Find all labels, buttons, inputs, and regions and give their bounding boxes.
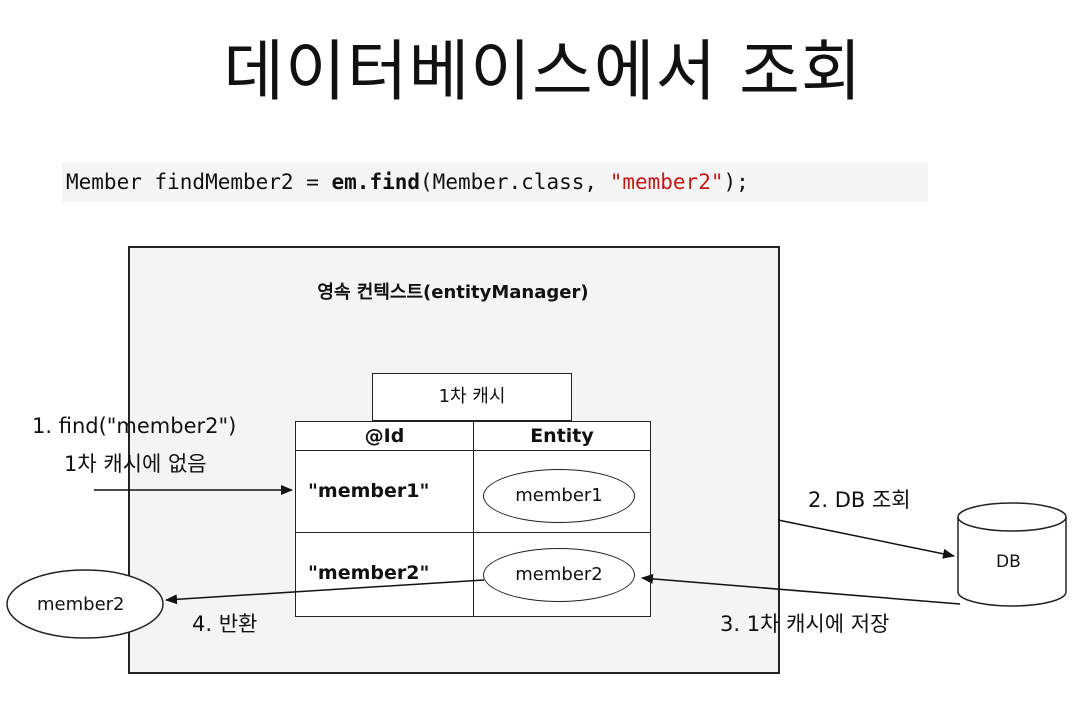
code-string-arg: "member2" <box>609 170 724 194</box>
table-column-divider <box>473 422 474 616</box>
page-title: 데이터베이스에서 조회 <box>223 33 863 110</box>
returned-member2-ellipse <box>6 569 164 639</box>
step3-label: 3. 1차 캐시에 저장 <box>720 612 890 636</box>
cache-table: @Id Entity "member1" "member2" member1 m… <box>295 421 651 617</box>
code-prefix: Member findMember2 = <box>66 170 332 194</box>
code-snippet: Member findMember2 = em.find(Member.clas… <box>62 162 928 202</box>
code-method: em.find <box>331 170 421 194</box>
code-open: (Member.class, <box>420 170 610 194</box>
step1-label: 1. find("member2") <box>32 414 237 438</box>
arrow-return <box>165 579 485 605</box>
entity-member2-ellipse: member2 <box>483 548 635 602</box>
db-label: DB <box>996 552 1021 572</box>
step2-label: 2. DB 조회 <box>808 488 911 512</box>
table-row-id-member1: "member1" <box>308 480 430 502</box>
arrow-db-lookup <box>777 519 955 559</box>
table-row-id-member2: "member2" <box>308 562 430 584</box>
code-close: ); <box>723 170 749 194</box>
step4-label: 4. 반환 <box>192 612 258 636</box>
table-header-divider <box>296 450 650 451</box>
database-icon <box>957 502 1067 607</box>
table-header-entity: Entity <box>530 425 594 447</box>
returned-member2-label: member2 <box>37 594 125 615</box>
entity-member1-ellipse: member1 <box>483 469 635 523</box>
table-header-id: @Id <box>364 425 405 447</box>
arrow-store-cache <box>641 573 961 605</box>
step1-sublabel: 1차 캐시에 없음 <box>64 452 207 476</box>
table-row-divider <box>296 532 650 533</box>
first-level-cache-label: 1차 캐시 <box>372 373 572 421</box>
persistence-context-label: 영속 컨텍스트(entityManager) <box>317 282 589 303</box>
